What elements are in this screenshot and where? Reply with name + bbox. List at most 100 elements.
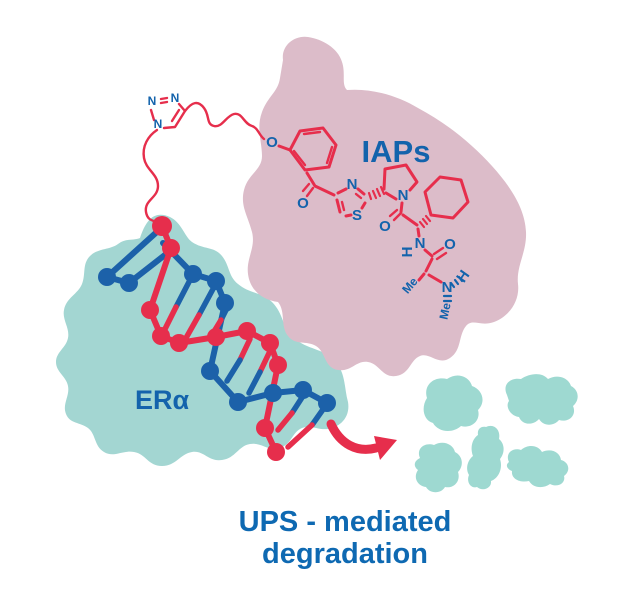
dna-rung-red-segment [257,348,273,375]
amide1-bond [399,201,404,214]
dna-bead-red [141,301,159,319]
pyrrolidine-bond [384,191,398,201]
dna-rung-red-segment [285,422,315,450]
fragment-blob [506,446,569,488]
dna-bead-blue [184,265,202,283]
iap-ligand-molecule: O O N S N O N H O Me N H Me [266,126,473,321]
dna-bead-blue [120,274,138,292]
fragment-blob [505,374,578,425]
thiazole-bond [336,187,348,195]
iaps-protein-blob [242,36,527,377]
thiazole-bond [360,201,367,210]
amide2-double-bond [432,246,448,261]
triazole-bond [149,108,156,122]
dna-rung-red-segment [183,312,202,341]
thiazole-bond [335,198,342,214]
thiazole-bond [344,213,353,218]
amide1-o-label: O [379,218,391,235]
triazole-double-bond [170,108,181,123]
dna-rung-blue-segment [224,357,243,384]
fragment-blob [414,442,462,493]
thiazole-s-label: S [352,207,362,224]
stereo-hash-bond [418,214,432,229]
degradation-arrow [326,419,397,460]
triazole-n2-label: N [148,94,157,108]
alpha2-methyl-bond [417,272,426,282]
triazole-ring: N N N [148,91,187,131]
dna-bead-blue [318,394,336,412]
dna-blue-strand-tail [104,227,162,280]
arrow-head [374,436,397,460]
pyrrolidine-n-label: N [398,187,409,204]
dna-bead-red [170,334,188,352]
fragment-blob [467,425,504,490]
cyclohexane-ring [423,175,470,220]
amine-me-label: Me [437,301,454,321]
era-label: ERα [135,385,190,415]
benzene-double-bonds [292,130,334,167]
linker-wave-right [183,101,266,141]
ether-bond [277,144,292,152]
dna-bead-blue [207,272,225,290]
alpha-to-nh-bond [416,227,421,238]
triazole-n1-label: N [154,117,163,131]
dna-bead-red [256,419,274,437]
benzene-ring [288,126,338,172]
thiazole-bond [356,187,366,196]
caption-line1: UPS - mediated [239,506,452,538]
triazole-bond [162,102,187,130]
dna-bead-red [162,239,180,257]
ketone-bond [305,171,336,197]
protac-linker: N N N [142,91,266,228]
caption-line2: degradation [262,538,428,570]
dna-bead-red [207,328,225,346]
linker-wave-left [142,128,164,228]
thiazole-double-bond [354,192,363,200]
ketone-o-label: O [297,195,309,212]
dna-rung-red-segment [275,410,295,433]
dna-rung-blue-segment [173,277,193,310]
alpha2-amine-bond [427,273,443,284]
arrow-shaft [326,419,381,454]
triazole-nn-double [159,96,169,105]
pyrrolidine-bond [382,163,419,192]
dna-bead-red [238,322,256,340]
stereo-hash-bond [367,185,386,201]
alpha-carbon-bond [401,213,419,227]
protein-fragments [414,374,578,493]
fragment-blob [423,375,483,432]
ketone-double-bond [301,182,315,198]
dna-bead-blue [201,362,219,380]
ether-o-label: O [266,134,278,151]
dna-rung-blue-segment [246,369,263,396]
amide1-h-label: H [399,247,416,258]
dna-bead-red [269,356,287,374]
amine-n-label: N [442,279,453,296]
dna-bead-red [267,443,285,461]
caption: UPS - mediated degradation [239,506,452,570]
dna-beads [98,216,336,461]
dna-bead-red [152,327,170,345]
dna-bead-blue [294,381,312,399]
triazole-n3-label: N [171,91,180,105]
dna-rung-blue-segment [289,393,306,416]
dna-bead-blue [216,294,234,312]
thiazole-ring [335,187,367,218]
thiazole-n-label: N [347,176,358,193]
dna-rung-red-segment [237,336,253,363]
amide1-double-bond [388,208,403,222]
dna-bead-blue [264,384,282,402]
iaps-label: IAPs [362,134,431,169]
amide1-n-label: N [415,235,426,252]
dna-rung-blue-segment [196,286,216,318]
amide2-bond [423,248,434,258]
dna-helix [98,216,336,461]
dna-rung-red-segment [161,304,179,334]
amine-h-hash-bond [449,275,464,289]
amine-me-hash-bond [442,294,453,303]
dna-bead-blue [229,393,247,411]
dna-bead-blue [98,268,116,286]
dna-rung-blue-segment [309,405,327,428]
